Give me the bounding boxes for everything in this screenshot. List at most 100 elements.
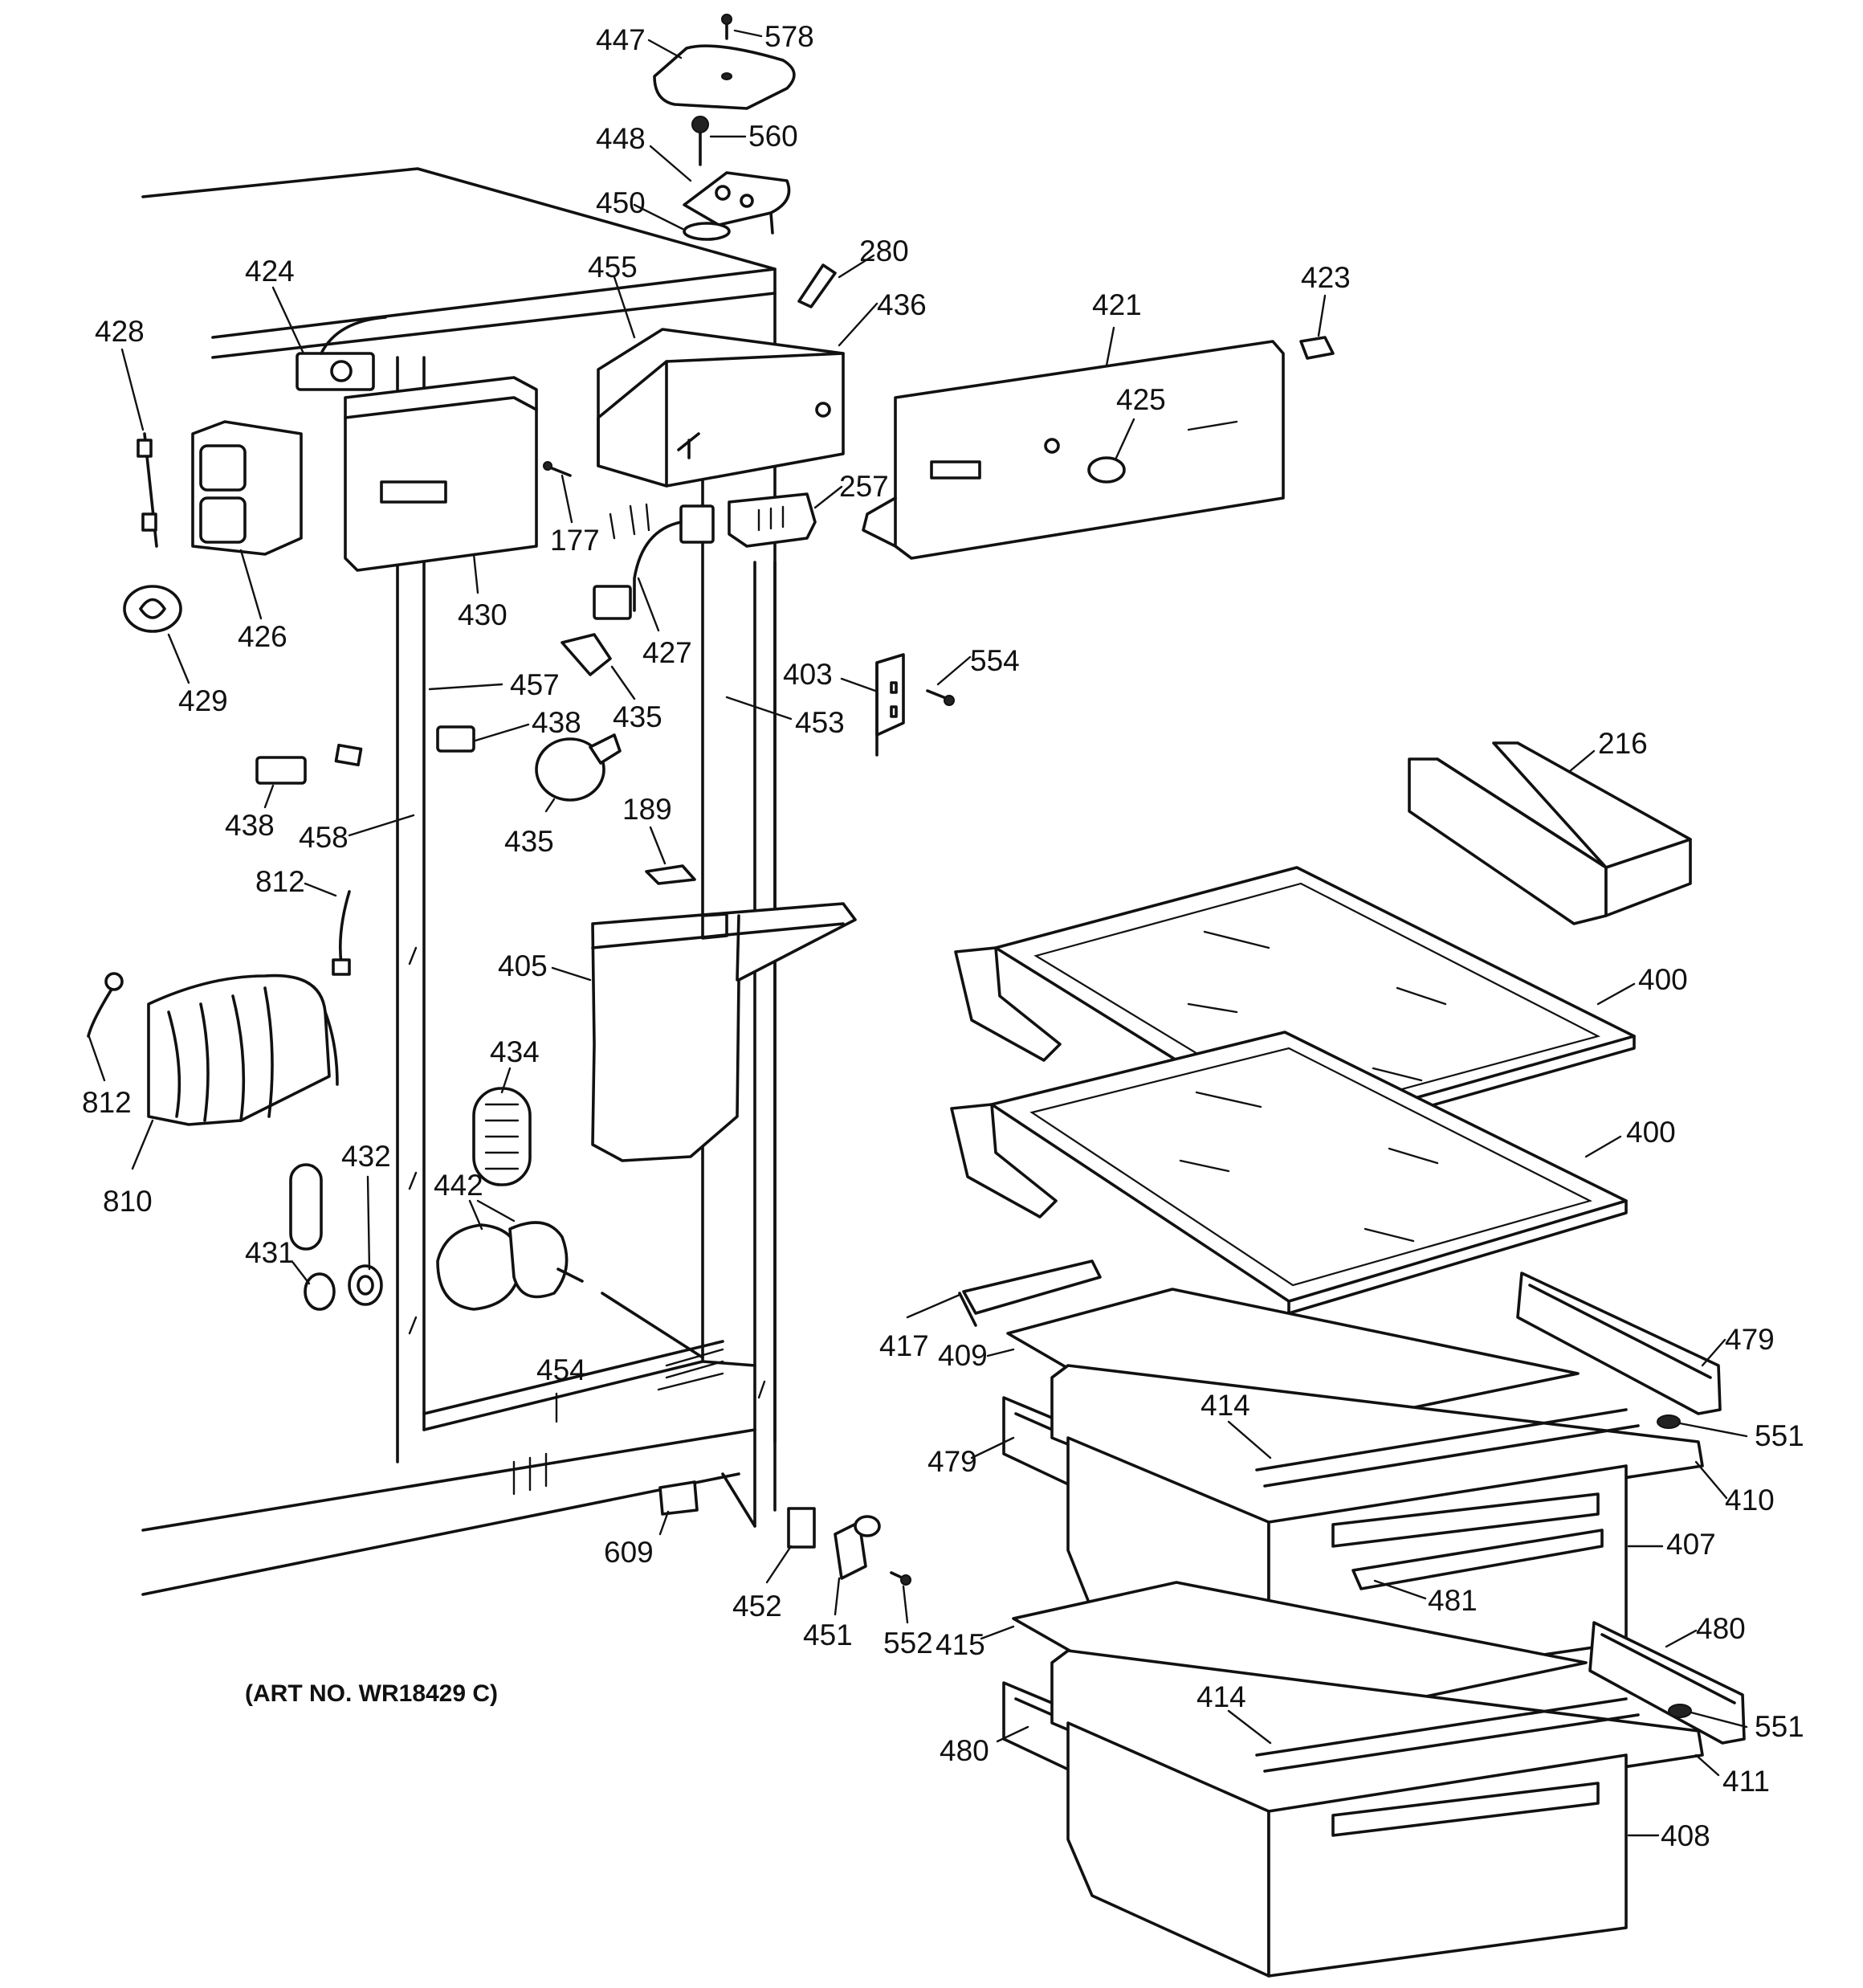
screw-578 bbox=[721, 14, 732, 40]
callout-554: 554 bbox=[970, 644, 1020, 677]
callout-434: 434 bbox=[490, 1035, 540, 1068]
shim-450 bbox=[683, 222, 731, 241]
part-429 bbox=[123, 585, 182, 633]
callout-428: 428 bbox=[95, 315, 145, 348]
gasket-ring bbox=[289, 1163, 323, 1251]
grille-434 bbox=[472, 1087, 532, 1186]
callout-417: 417 bbox=[879, 1329, 929, 1362]
callout-457: 457 bbox=[510, 668, 560, 701]
callout-414-upper: 414 bbox=[1201, 1389, 1250, 1422]
screw-177 bbox=[543, 461, 572, 477]
callout-442: 442 bbox=[434, 1169, 483, 1202]
callout-410: 410 bbox=[1725, 1484, 1775, 1517]
part-609 bbox=[658, 1480, 699, 1516]
callout-425: 425 bbox=[1116, 383, 1166, 416]
connector-438a bbox=[436, 725, 475, 753]
thermostat-257 bbox=[728, 492, 817, 548]
callout-578: 578 bbox=[764, 20, 814, 53]
callout-436: 436 bbox=[877, 288, 927, 321]
screw-554 bbox=[926, 689, 955, 706]
control-424 bbox=[296, 316, 387, 391]
callout-409: 409 bbox=[938, 1339, 988, 1372]
callout-480-left: 480 bbox=[940, 1734, 989, 1767]
callout-400-upper: 400 bbox=[1638, 963, 1688, 996]
callout-451: 451 bbox=[803, 1619, 853, 1651]
part-423 bbox=[1299, 336, 1335, 360]
callout-431: 431 bbox=[245, 1236, 295, 1269]
callout-426: 426 bbox=[238, 620, 287, 653]
shelf-400b bbox=[950, 1031, 1628, 1315]
callout-479-right: 479 bbox=[1725, 1323, 1775, 1356]
heater-810 bbox=[147, 974, 339, 1126]
callout-481: 481 bbox=[1428, 1584, 1478, 1617]
callout-177: 177 bbox=[550, 524, 600, 557]
callout-427: 427 bbox=[642, 636, 692, 669]
callout-411: 411 bbox=[1722, 1765, 1770, 1798]
damper-442 bbox=[436, 1221, 584, 1311]
callout-810: 810 bbox=[103, 1185, 153, 1218]
plate-452 bbox=[787, 1507, 816, 1549]
screw-560 bbox=[691, 116, 709, 166]
housing-436 bbox=[597, 328, 845, 488]
callout-403: 403 bbox=[783, 658, 833, 691]
screw-551b bbox=[1668, 1704, 1692, 1718]
callout-415: 415 bbox=[936, 1628, 985, 1661]
callout-424: 424 bbox=[245, 255, 295, 288]
bracket-417 bbox=[958, 1259, 1102, 1327]
callout-430: 430 bbox=[458, 598, 508, 631]
callout-450: 450 bbox=[596, 186, 646, 219]
callout-257: 257 bbox=[839, 470, 889, 503]
tube-812a bbox=[332, 890, 351, 976]
hinge-448 bbox=[683, 171, 791, 235]
callout-189: 189 bbox=[622, 793, 672, 826]
callout-812-upper: 812 bbox=[255, 865, 305, 898]
callout-812-lower: 812 bbox=[82, 1086, 132, 1119]
callout-438-lower: 438 bbox=[225, 809, 275, 842]
callout-453: 453 bbox=[795, 706, 845, 739]
callout-551-lower: 551 bbox=[1755, 1710, 1804, 1743]
callout-435-socket: 435 bbox=[613, 700, 662, 733]
callout-454: 454 bbox=[536, 1353, 586, 1386]
callout-609: 609 bbox=[604, 1536, 654, 1569]
pan-408 bbox=[1066, 1721, 1628, 1978]
duct-405 bbox=[591, 902, 857, 1162]
callout-560: 560 bbox=[748, 120, 798, 153]
callout-447: 447 bbox=[596, 23, 646, 56]
sensor-428 bbox=[137, 432, 158, 548]
part-189 bbox=[645, 864, 696, 885]
callout-400-lower: 400 bbox=[1626, 1116, 1676, 1149]
tube-812b bbox=[87, 972, 124, 1038]
panel-421 bbox=[862, 340, 1285, 560]
handle-481 bbox=[1351, 1529, 1604, 1590]
callout-479-left: 479 bbox=[927, 1445, 977, 1478]
callout-448: 448 bbox=[596, 122, 646, 155]
callout-438-upper: 438 bbox=[532, 706, 581, 739]
bulb-435 bbox=[535, 733, 622, 802]
callout-429: 429 bbox=[178, 684, 228, 717]
grommet-431 bbox=[304, 1272, 336, 1311]
housing-426 bbox=[191, 420, 303, 556]
callout-405: 405 bbox=[498, 949, 548, 982]
callout-414-lower: 414 bbox=[1196, 1680, 1246, 1713]
slide-480a bbox=[1588, 1621, 1746, 1745]
callout-455: 455 bbox=[588, 251, 638, 284]
connector-438b bbox=[255, 756, 307, 785]
callout-480-right: 480 bbox=[1696, 1612, 1746, 1645]
callout-452: 452 bbox=[732, 1590, 782, 1623]
art-number: (ART NO. WR18429 C) bbox=[245, 1680, 498, 1707]
leader-lines bbox=[87, 29, 1748, 1837]
callout-labels: 447 578 448 560 450 280 455 436 424 428 … bbox=[82, 20, 1804, 1852]
socket-435 bbox=[561, 633, 612, 676]
callout-552: 552 bbox=[883, 1627, 933, 1659]
knob-425 bbox=[1087, 456, 1126, 484]
screw-552 bbox=[890, 1571, 911, 1586]
hinge-451 bbox=[834, 1515, 881, 1580]
callout-408: 408 bbox=[1661, 1819, 1710, 1852]
callout-551-upper: 551 bbox=[1755, 1419, 1804, 1452]
callout-458: 458 bbox=[299, 821, 349, 854]
part-280 bbox=[797, 263, 837, 308]
callout-421: 421 bbox=[1092, 288, 1142, 321]
rail-403 bbox=[875, 653, 905, 757]
